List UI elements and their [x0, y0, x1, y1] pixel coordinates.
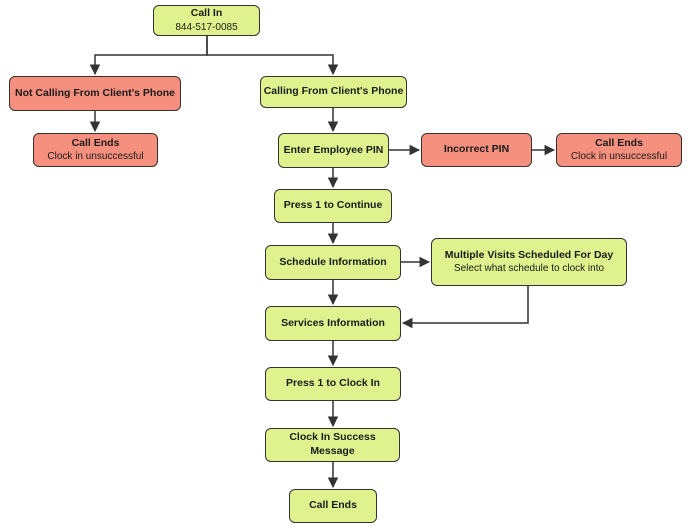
node-press-1-to-clock-in: Press 1 to Clock In — [265, 367, 401, 401]
node-title: Press 1 to Clock In — [286, 377, 380, 390]
node-enter-employee-pin: Enter Employee PIN — [278, 133, 389, 168]
node-title: Schedule Information — [279, 255, 387, 268]
node-title: Multiple Visits Scheduled For Day — [444, 248, 614, 261]
node-clock-in-success-message: Clock In Success Message — [265, 428, 400, 462]
node-call-ends-right: Call Ends Clock in unsuccessful — [556, 133, 682, 167]
node-title: Call Ends — [71, 136, 120, 149]
node-call-ends-final: Call Ends — [289, 489, 377, 523]
node-title: Incorrect PIN — [443, 143, 510, 156]
node-multiple-visits: Multiple Visits Scheduled For Day Select… — [431, 238, 627, 286]
node-call-ends-left: Call Ends Clock in unsuccessful — [33, 133, 158, 167]
node-services-information: Services Information — [265, 306, 401, 341]
node-title: Press 1 to Continue — [283, 199, 383, 212]
node-subtitle: Clock in unsuccessful — [570, 151, 668, 163]
node-subtitle: Clock in unsuccessful — [47, 151, 144, 163]
node-subtitle: 844-517-0085 — [175, 21, 238, 33]
node-call-in: Call In 844-517-0085 — [153, 5, 260, 36]
node-calling-from-client-phone: Calling From Client's Phone — [260, 76, 407, 108]
node-title: Services Information — [281, 316, 385, 329]
node-schedule-information: Schedule Information — [265, 245, 401, 280]
edge-call-in-to-client-phone — [206, 35, 339, 76]
node-title: Call In — [190, 7, 223, 20]
node-title: Call Ends — [595, 136, 643, 149]
node-title: Clock In Success Message — [289, 431, 376, 457]
node-not-calling-from-client-phone: Not Calling From Client's Phone — [9, 76, 181, 111]
node-subtitle: Select what schedule to clock into — [453, 263, 605, 275]
node-title: Not Calling From Client's Phone — [14, 86, 175, 99]
node-title: Calling From Client's Phone — [263, 85, 404, 98]
edge-multiple-visits-to-services — [401, 286, 529, 329]
node-incorrect-pin: Incorrect PIN — [421, 133, 532, 167]
node-title: Enter Employee PIN — [283, 143, 384, 156]
node-title: Call Ends — [309, 499, 357, 512]
edge-call-in-to-not-client-phone — [89, 35, 208, 76]
node-press-1-to-continue: Press 1 to Continue — [274, 189, 392, 223]
